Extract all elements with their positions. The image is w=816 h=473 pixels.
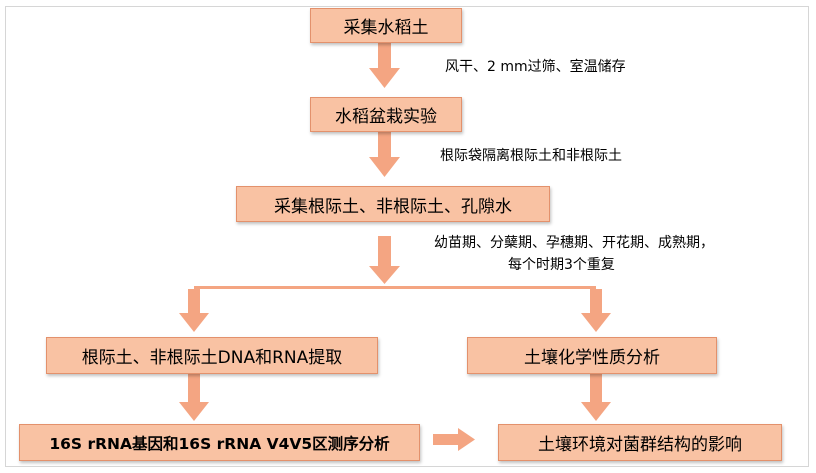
arrow-branch-left <box>179 289 209 332</box>
step-soil-chem: 土壤化学性质分析 <box>467 337 717 374</box>
step-dna-rna: 根际土、非根际土DNA和RNA提取 <box>46 337 378 374</box>
step-pot-experiment-label: 水稻盆栽实验 <box>335 107 437 127</box>
step-effect: 土壤环境对菌群结构的影响 <box>498 424 782 461</box>
step-pot-experiment: 水稻盆栽实验 <box>310 97 462 132</box>
step-collect-soil-label: 采集水稻土 <box>343 18 429 38</box>
arrow-seq-to-effect <box>433 428 475 451</box>
step-collect-soil: 采集水稻土 <box>310 8 462 43</box>
step-soil-chem-label: 土壤化学性质分析 <box>524 348 660 368</box>
step-sequencing-label: 16S rRNA基因和16S rRNA V4V5区测序分析 <box>49 434 390 453</box>
diagram-frame <box>5 6 809 467</box>
step-collect-samples-label: 采集根际土、非根际土、孔隙水 <box>274 196 512 217</box>
note-stages-line1: 幼苗期、分蘖期、孕穗期、开花期、成熟期， <box>434 235 714 251</box>
note-isolation: 根际袋隔离根际土和非根际土 <box>440 145 622 167</box>
step-collect-samples: 采集根际土、非根际土、孔隙水 <box>236 186 550 222</box>
arrow-samples-to-branch <box>369 236 400 284</box>
step-dna-rna-label: 根际土、非根际土DNA和RNA提取 <box>81 348 343 368</box>
arrow-pot-to-samples <box>369 132 400 177</box>
note-stages-line2: 每个时期3个重复 <box>508 257 615 273</box>
arrow-collect-to-pot <box>369 43 400 88</box>
step-effect-label: 土壤环境对菌群结构的影响 <box>538 435 742 455</box>
arrow-branch-right <box>581 289 611 332</box>
note-drying-text: 风干、2 mm过筛、室温储存 <box>445 59 626 75</box>
arrow-dna-to-seq <box>179 374 209 421</box>
arrow-chem-to-effect <box>581 374 611 421</box>
note-stages: 幼苗期、分蘖期、孕穗期、开花期、成熟期， 每个时期3个重复 <box>434 232 804 276</box>
note-drying: 风干、2 mm过筛、室温储存 <box>445 56 626 78</box>
note-isolation-text: 根际袋隔离根际土和非根际土 <box>440 148 622 164</box>
step-sequencing: 16S rRNA基因和16S rRNA V4V5区测序分析 <box>19 424 420 461</box>
